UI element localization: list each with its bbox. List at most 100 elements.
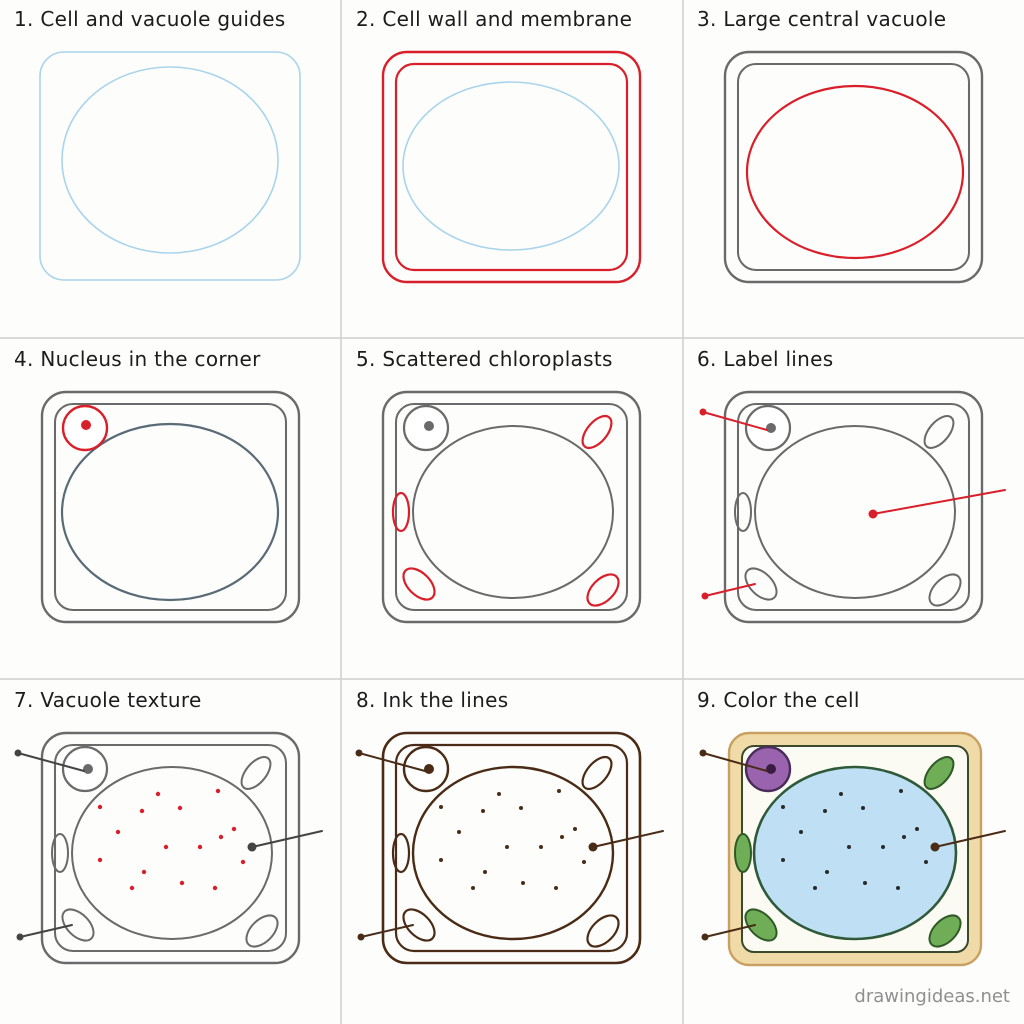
chloroplast-4 — [586, 914, 620, 948]
chloroplast-2 — [391, 832, 411, 874]
vacuole-texture-dot-6 — [519, 806, 523, 810]
label-line-nucleus — [17, 752, 85, 772]
chloroplast-4 — [928, 914, 962, 948]
vacuole-texture-dot-7 — [573, 827, 577, 831]
vacuole-texture-dot-13 — [179, 880, 185, 886]
chloroplast-3 — [744, 567, 778, 601]
nucleolus — [766, 764, 776, 774]
label-line-chloroplast-dot — [701, 592, 709, 600]
vacuole-texture-dot-9 — [505, 845, 509, 849]
chloroplast-2 — [734, 492, 752, 532]
label-line-vacuole — [251, 830, 323, 848]
chloroplast-2 — [51, 833, 69, 873]
vacuole-texture-dot-10 — [197, 844, 203, 850]
vacuole-texture-dot-14 — [924, 860, 928, 864]
label-line-vacuole — [934, 830, 1006, 848]
chloroplast-4 — [586, 573, 620, 607]
panel-step-7 — [14, 731, 323, 965]
label-line-nucleus-dot — [14, 749, 22, 757]
vacuole-texture-dot-13 — [521, 881, 525, 885]
panel-step-8 — [355, 731, 664, 965]
panel-step-4 — [40, 390, 301, 624]
chloroplast-3 — [402, 567, 436, 601]
cell-wall — [381, 731, 642, 965]
vacuole-texture-dot-2 — [155, 791, 161, 797]
vacuole-texture-dot-14 — [240, 859, 246, 865]
step-6-title: 6. Label lines — [697, 347, 834, 371]
cell-wall — [40, 390, 301, 624]
chloroplast-3 — [744, 908, 778, 942]
vacuole-texture-dot-11 — [560, 835, 564, 839]
cell-membrane — [53, 743, 288, 953]
label-line-chloroplast-dot — [16, 933, 24, 941]
vacuole-texture-dot-4 — [457, 830, 461, 834]
step-3-title: 3. Large central vacuole — [697, 7, 947, 31]
panel-step-9 — [699, 731, 1006, 967]
label-line-nucleus-dot — [699, 408, 707, 416]
panel-step-3 — [723, 50, 984, 284]
nucleolus — [83, 764, 93, 774]
vacuole-texture-dot-6 — [177, 805, 183, 811]
cell-guide-outline — [39, 51, 301, 281]
nucleolus — [424, 421, 434, 431]
chloroplast-1 — [581, 414, 613, 450]
label-line-chloroplast-dot — [701, 933, 709, 941]
vacuole-texture-dot-5 — [823, 809, 827, 813]
chloroplast-1 — [923, 415, 955, 449]
label-line-vacuole — [592, 830, 664, 848]
label-line-chloroplast-dot — [357, 933, 365, 941]
vacuole-texture-dot-8 — [439, 858, 443, 862]
vacuole-texture-dot-3 — [215, 788, 221, 794]
cell-wall — [40, 731, 301, 965]
step-9-title: 9. Color the cell — [697, 688, 860, 712]
cell-membrane — [736, 402, 971, 612]
vacuole-texture-dot-5 — [481, 809, 485, 813]
vacuole-texture-dot-1 — [439, 805, 443, 809]
vacuole-texture-dot-4 — [799, 830, 803, 834]
central-vacuole — [745, 84, 965, 260]
label-line-vacuole-dot — [588, 842, 598, 852]
label-line-nucleus — [702, 752, 768, 772]
panel-step-1 — [39, 51, 301, 281]
chloroplast-3 — [402, 908, 436, 942]
label-line-vacuole — [872, 489, 1006, 515]
cell-wall — [723, 50, 984, 284]
label-line-nucleus — [702, 411, 768, 431]
vacuole-texture-dot-12 — [825, 870, 829, 874]
cell-wall — [381, 390, 642, 624]
vacuole-texture-dot-13 — [863, 881, 867, 885]
vacuole-texture-dot-6 — [861, 806, 865, 810]
cell-membrane — [53, 402, 288, 612]
chloroplast-1 — [240, 756, 272, 790]
vacuole-texture-dot-12 — [483, 870, 487, 874]
label-line-chloroplast — [19, 924, 73, 938]
label-line-vacuole-dot — [930, 842, 940, 852]
vacuole-texture-dot-7 — [915, 827, 919, 831]
step-8-title: 8. Ink the lines — [356, 688, 509, 712]
chloroplast-2 — [734, 833, 752, 873]
central-vacuole — [754, 425, 956, 599]
vacuole-texture-dot-7 — [231, 826, 237, 832]
panel-step-6 — [699, 390, 1006, 624]
step-5-title: 5. Scattered chloroplasts — [356, 347, 613, 371]
label-line-chloroplast — [704, 583, 756, 597]
label-line-vacuole-dot — [868, 509, 878, 519]
central-vacuole — [411, 765, 615, 941]
vacuole-texture-dot-3 — [899, 789, 903, 793]
vacuole-texture-dot-14 — [582, 860, 586, 864]
chloroplast-4 — [928, 573, 962, 607]
label-line-nucleus — [358, 752, 426, 772]
vacuole-texture-dot-8 — [97, 857, 103, 863]
central-vacuole — [71, 766, 273, 940]
central-vacuole — [60, 422, 280, 602]
central-vacuole — [412, 425, 614, 599]
cell-membrane — [394, 62, 629, 272]
vacuole-texture-dot-16 — [896, 886, 900, 890]
step-2-title: 2. Cell wall and membrane — [356, 7, 633, 31]
step-4-title: 4. Nucleus in the corner — [14, 347, 261, 371]
vacuole-texture-dot-9 — [163, 844, 169, 850]
vacuole-texture-dot-4 — [115, 829, 121, 835]
vacuole-texture-dot-15 — [129, 885, 135, 891]
